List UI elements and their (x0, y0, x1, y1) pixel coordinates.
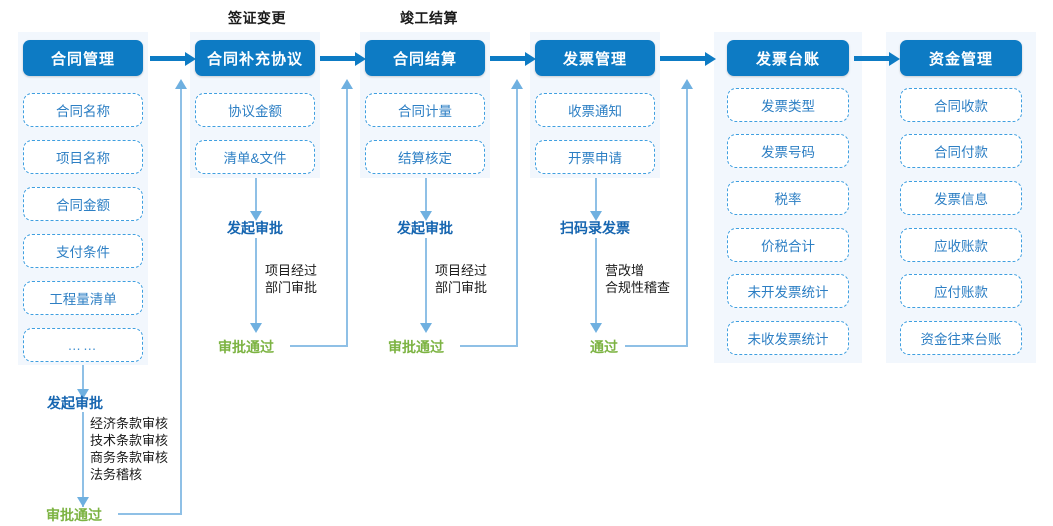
chip-project-name[interactable]: 项目名称 (23, 140, 143, 174)
approval-notes-3: 项目经过 部门审批 (435, 263, 488, 295)
arrow-down-to-approval-2 (255, 178, 257, 212)
header-contract-management[interactable]: 合同管理 (23, 40, 143, 76)
arrow-down-to-approval-1 (82, 365, 84, 390)
header-invoice-management[interactable]: 发票管理 (535, 40, 655, 76)
feedback-hline-1 (118, 513, 182, 515)
chip-tax-rate[interactable]: 税率 (727, 181, 849, 215)
feedback-hline-3 (460, 345, 518, 347)
chip-fund-transaction-ledger[interactable]: 资金往来台账 (900, 321, 1022, 355)
approval-line-4 (595, 238, 597, 323)
chip-invoice-information[interactable]: 发票信息 (900, 181, 1022, 215)
flow-arrow-3-to-4 (490, 56, 526, 61)
chip-contract-amount[interactable]: 合同金额 (23, 187, 143, 221)
arrow-down-to-pass-3 (425, 296, 427, 324)
chip-settlement-verification[interactable]: 结算核定 (365, 140, 485, 174)
arrow-down-to-pass-2 (255, 296, 257, 324)
chip-accounts-receivable[interactable]: 应收账款 (900, 228, 1022, 262)
chip-contract-receipt[interactable]: 合同收款 (900, 88, 1022, 122)
approval-notes-2: 项目经过 部门审批 (265, 263, 318, 295)
approval-start-label-1: 发起审批 (47, 395, 103, 411)
feedback-arrow-4 (686, 88, 689, 347)
feedback-hline-4 (625, 345, 688, 347)
approval-pass-label-4: 通过 (590, 339, 618, 355)
approval-notes-4: 营改增 合规性稽查 (605, 263, 671, 295)
flow-arrow-2-to-3 (320, 56, 356, 61)
approval-start-label-4: 扫码录发票 (560, 220, 630, 236)
chip-agreement-amount[interactable]: 协议金额 (195, 93, 315, 127)
approval-start-label-3: 发起审批 (397, 220, 453, 236)
header-contract-settlement[interactable]: 合同结算 (365, 40, 485, 76)
approval-pass-label-3: 审批通过 (388, 339, 444, 355)
chip-invoice-receipt-notice[interactable]: 收票通知 (535, 93, 655, 127)
flow-arrow-4-to-5 (660, 56, 706, 61)
arrow-down-to-approval-4 (595, 178, 597, 212)
approval-pass-label-1: 审批通过 (46, 507, 102, 523)
chip-contract-name[interactable]: 合同名称 (23, 93, 143, 127)
chip-unreceived-invoice-statistics[interactable]: 未收发票统计 (727, 321, 849, 355)
chip-invoicing-application[interactable]: 开票申请 (535, 140, 655, 174)
chip-total-price-and-tax[interactable]: 价税合计 (727, 228, 849, 262)
chip-payment-terms[interactable]: 支付条件 (23, 234, 143, 268)
header-fund-management[interactable]: 资金管理 (900, 40, 1022, 76)
chip-contract-measurement[interactable]: 合同计量 (365, 93, 485, 127)
chip-contract-payment[interactable]: 合同付款 (900, 134, 1022, 168)
chip-invoice-number[interactable]: 发票号码 (727, 134, 849, 168)
arrow-down-to-pass-1 (82, 470, 84, 498)
feedback-arrow-1 (180, 88, 183, 515)
approval-pass-label-2: 审批通过 (218, 339, 274, 355)
stage-label-completion-settlement: 竣工结算 (400, 10, 458, 26)
chip-more-ellipsis[interactable]: …… (23, 328, 143, 362)
approval-line-3 (425, 238, 427, 323)
approval-line-2 (255, 238, 257, 323)
feedback-arrow-2 (346, 88, 349, 347)
chip-uninvoiced-statistics[interactable]: 未开发票统计 (727, 274, 849, 308)
approval-start-label-2: 发起审批 (227, 220, 283, 236)
feedback-arrow-3 (516, 88, 519, 347)
flow-arrow-1-to-2 (150, 56, 186, 61)
chip-list-and-files[interactable]: 清单&文件 (195, 140, 315, 174)
arrow-down-to-pass-4 (595, 296, 597, 324)
approval-line-1 (82, 412, 84, 507)
feedback-hline-2 (290, 345, 348, 347)
arrow-down-to-approval-3 (425, 178, 427, 212)
header-contract-supplement[interactable]: 合同补充协议 (195, 40, 315, 76)
chip-invoice-type[interactable]: 发票类型 (727, 88, 849, 122)
header-invoice-ledger[interactable]: 发票台账 (727, 40, 849, 76)
approval-notes-1: 经济条款审核 技术条款审核 商务条款审核 法务稽核 (90, 416, 169, 482)
chip-accounts-payable[interactable]: 应付账款 (900, 274, 1022, 308)
chip-bill-of-quantities[interactable]: 工程量清单 (23, 281, 143, 315)
stage-label-change-order: 签证变更 (228, 10, 286, 26)
flow-arrow-5-to-6 (854, 56, 890, 61)
